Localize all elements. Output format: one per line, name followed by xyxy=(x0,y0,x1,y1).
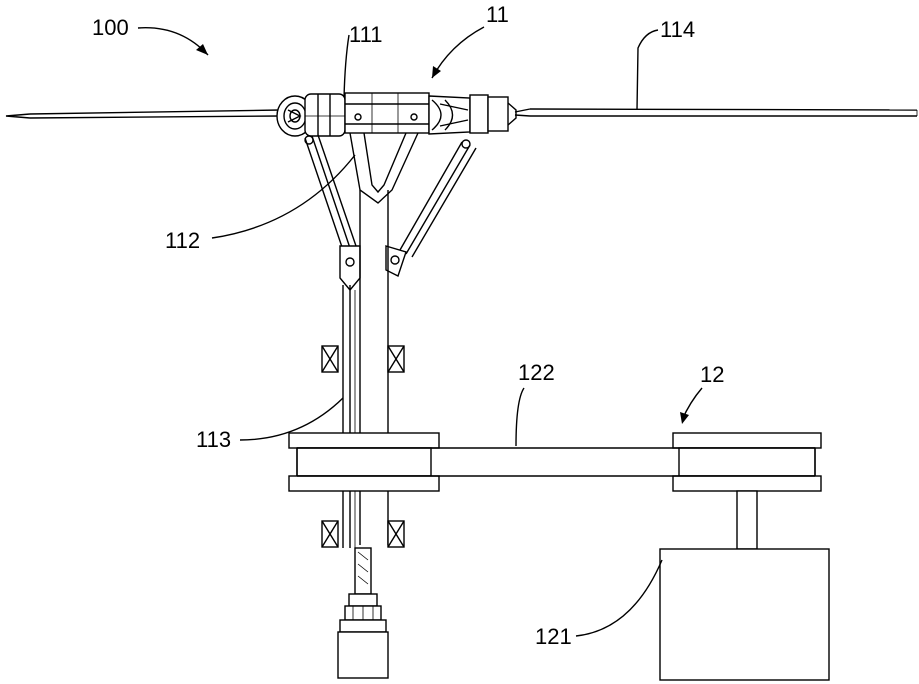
bearing-upper-right xyxy=(388,346,404,372)
main-shaft xyxy=(360,190,388,545)
motor-shaft xyxy=(737,491,757,549)
arrowhead-11 xyxy=(432,66,441,78)
leader-114 xyxy=(637,30,658,110)
label-122: 122 xyxy=(518,360,555,385)
label-111: 111 xyxy=(349,22,382,47)
label-12: 12 xyxy=(700,362,724,387)
label-114: 114 xyxy=(660,17,695,42)
right-pulley xyxy=(673,433,821,491)
leader-112 xyxy=(212,155,355,238)
bearing-lower-right xyxy=(388,521,404,547)
right-link-arm xyxy=(386,140,476,276)
label-11: 11 xyxy=(486,2,509,27)
leader-122 xyxy=(516,388,524,446)
label-100: 100 xyxy=(92,15,129,40)
leader-121 xyxy=(576,560,662,636)
right-needle xyxy=(515,109,917,116)
lower-coupling xyxy=(345,548,381,620)
leader-100 xyxy=(138,28,208,55)
left-chuck xyxy=(277,94,345,136)
leader-111 xyxy=(344,35,349,98)
label-113: 113 xyxy=(196,427,231,452)
motor-121 xyxy=(660,549,829,680)
arrowhead-12 xyxy=(680,412,689,424)
label-121: 121 xyxy=(535,624,572,649)
left-pulley xyxy=(289,433,439,491)
small-motor xyxy=(338,620,388,678)
left-needle xyxy=(6,110,280,118)
bearing-lower-left xyxy=(322,521,338,547)
hub-head xyxy=(345,93,429,133)
rod-113 xyxy=(343,285,355,548)
label-112: 112 xyxy=(165,228,200,253)
bearing-upper-left xyxy=(322,346,338,372)
right-collet xyxy=(429,95,516,134)
